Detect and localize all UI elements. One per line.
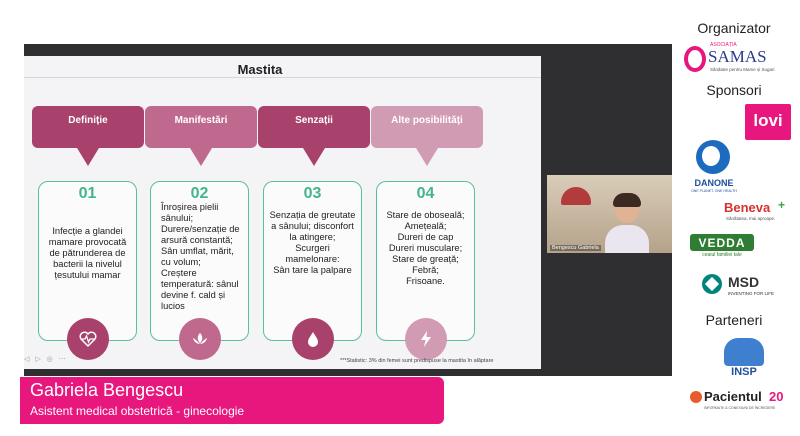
card-text: Înroșirea pielii sânului; Durere/senzați… [161,202,240,311]
tab-manifestari: Manifestări [145,106,257,166]
tab-definitie: Definiție [32,106,144,166]
vedda-logo: VEDDA ceaiul familiei tale [690,234,754,260]
presenter-hair [613,193,641,207]
sponsors-heading: Sponsori [706,82,762,98]
organizer-heading: Organizator [697,20,771,36]
card-number: 04 [416,185,435,202]
slide-title: Mastita [237,62,283,77]
card-text: Stare de oboseală; Amețeală; Dureri de c… [386,210,465,286]
lightning-icon [405,318,447,360]
card-text: Infecție a glandei mamare provocată de p… [48,226,127,280]
card-manifestari: 02 Înroșirea pielii sânului; Durere/senz… [150,181,249,341]
slide-controls[interactable]: ◁ ▷ ◎ ⋯ [24,356,68,363]
samas-logo: ASOCIAȚIA SAMAS Sănătate pentru Mame și … [684,42,784,78]
pacientul-logo: Pacientul 20 INFORMAȚII & CONEXIUNI DE Î… [690,388,794,416]
tab-alte-posibilitati: Alte posibilități [371,106,483,166]
card-text: Senzația de greutate a sânului; disconfo… [269,210,356,275]
wall-decoration [561,187,591,205]
card-definitie: 01 Infecție a glandei mamare provocată d… [38,181,137,341]
danone-logo: DANONE ONE PLANET. ONE HEALTH [690,140,738,200]
footnote: ***Statistic: 3% din femei sunt predispu… [340,358,494,364]
lotus-icon [179,318,221,360]
speaker-role: Asistent medical obstetrică - ginecologi… [30,404,245,418]
presenter-video [605,193,649,253]
tab-senzatii: Senzații [258,106,370,166]
card-number: 03 [303,185,322,202]
card-number: 01 [78,185,97,202]
msd-logo: MSD INVENTING FOR LIFE [702,272,786,300]
card-number: 02 [190,185,209,202]
title-divider [24,77,541,78]
beneva-logo: Beneva + Sănătatea, mai aproape. [724,198,786,221]
lovi-logo: lovi [745,104,791,140]
partners-heading: Parteneri [705,312,763,328]
presenter-body [605,225,649,253]
insp-logo: INSP [720,338,768,382]
speaker-banner: Gabriela Bengescu Asistent medical obste… [20,377,444,424]
speaker-name: Gabriela Bengescu [30,380,184,400]
webcam-video[interactable]: Bengescu Gabriela [547,175,672,253]
card-senzatii: 03 Senzația de greutate a sânului; disco… [263,181,362,341]
webcam-name-label: Bengescu Gabriela [550,245,601,251]
card-alte-posibilitati: 04 Stare de oboseală; Amețeală; Dureri d… [376,181,475,341]
heart-pulse-icon [67,318,109,360]
drop-icon [292,318,334,360]
